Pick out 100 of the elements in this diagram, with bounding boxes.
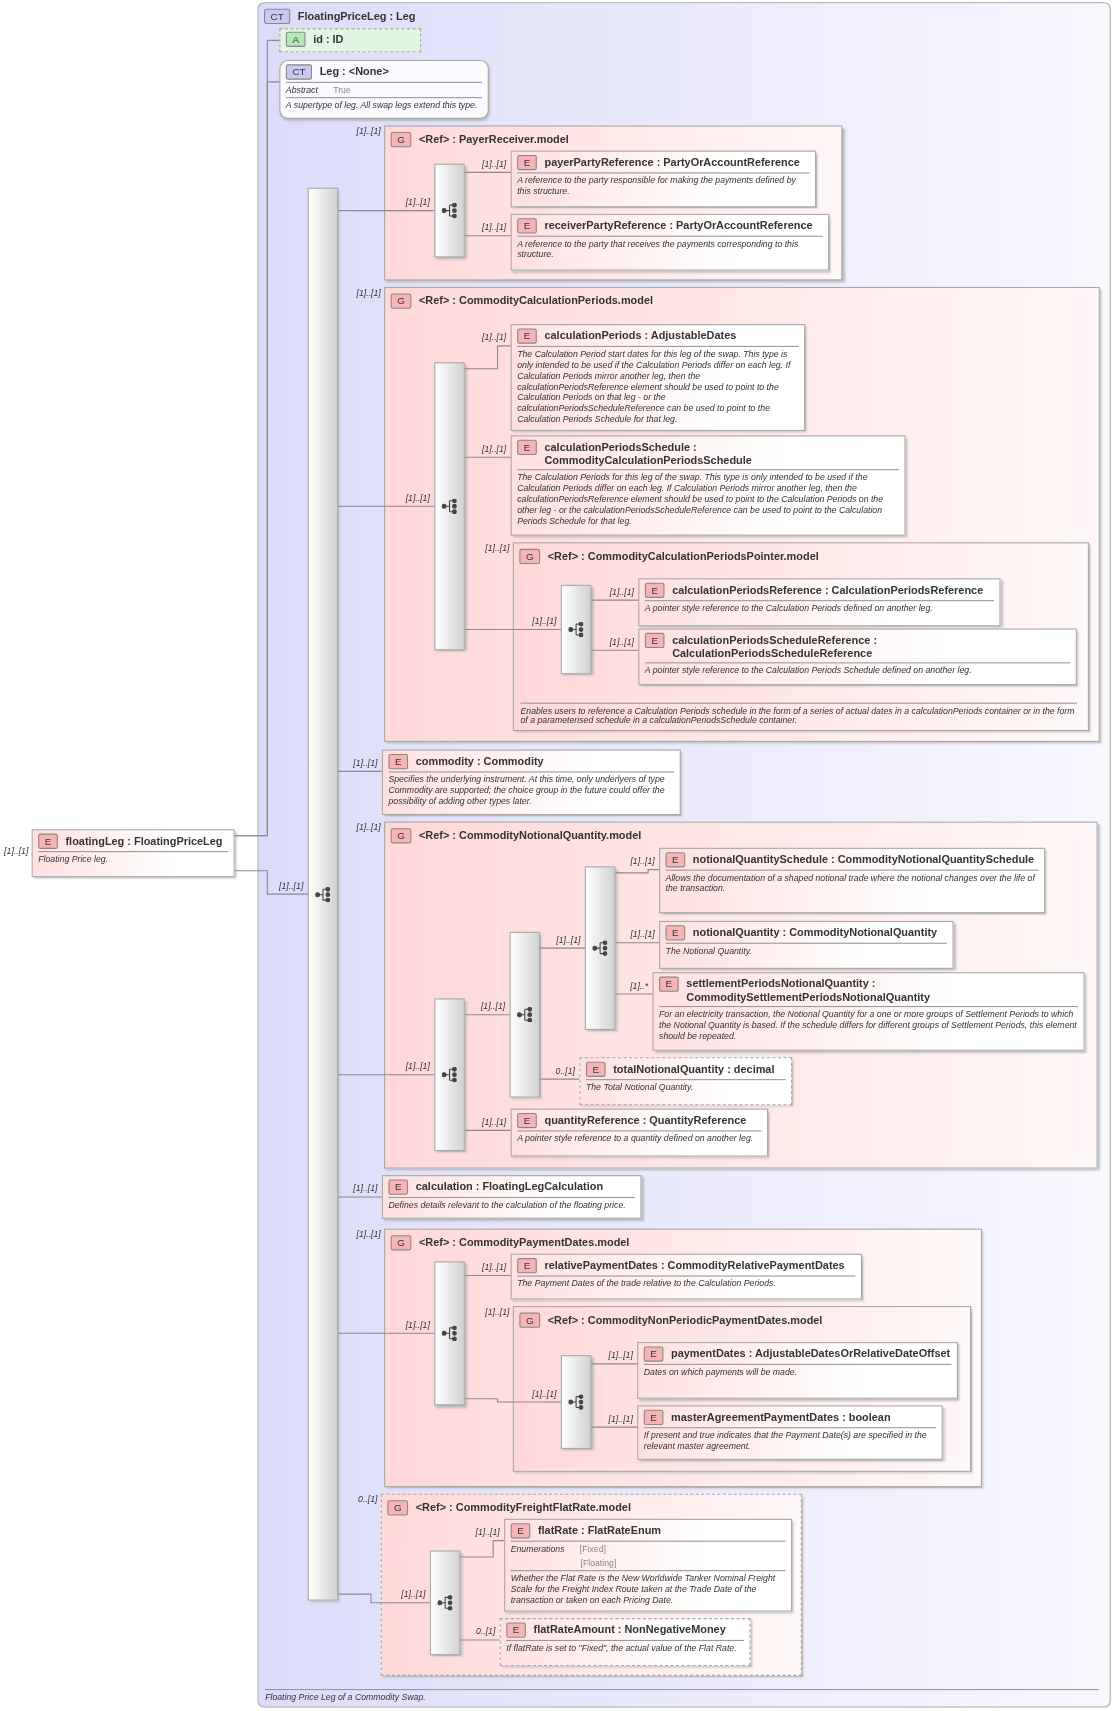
cardinality-label: [1]..[1] [482, 1117, 507, 1128]
cardinality-label: [1]..[1] [482, 332, 507, 343]
element-box [510, 1253, 862, 1300]
group-box [380, 1493, 802, 1676]
description-text: Defines details relevant to the calculation of the floating price. [388, 1200, 626, 1212]
connector-line [590, 1426, 638, 1428]
element-box [510, 324, 806, 431]
node-title: quantityReference : QuantityReference [544, 1113, 747, 1128]
description-text: Enables users to reference a Calculation Periods schedule in the form of a series of actual dates in a calculationPeriods container or in the form of a parameterised schedule in a calculationPeriodsSchedule container. [520, 702, 1077, 726]
element-box [381, 749, 681, 816]
description-text: Floating Price leg. [38, 854, 109, 866]
connector-line [464, 1129, 512, 1131]
cardinality-label: [1]..[1] [485, 1307, 510, 1317]
description-text: Whether the Flat Rate is the New Worldwide Tanker Nominal Freight Scale for the Freight Index Route taken at the Trade Date of the transaction or taken on each Pricing Date. [510, 1573, 777, 1607]
cardinality-label: 0..[1] [555, 1066, 575, 1076]
property-text: True [333, 85, 351, 95]
node-title: calculationPeriodsReference : CalculationPeriodsReference [672, 582, 984, 597]
description-text: For an electricity transaction, the Notional Quantity for a one or more groups of Settlement Periods to which the Notional Quantity is based. If the schedule differs for different groups of Settlement Periods, this element should be repeated. [659, 1009, 1078, 1042]
cardinality-label: [1]..[1] [485, 543, 510, 554]
type-badge: A [285, 31, 306, 47]
node-title: id : ID [313, 31, 344, 46]
cardinality-label: [1]..[1] [630, 929, 655, 940]
node-title: flatRate : FlatRateEnum [537, 1523, 661, 1538]
sequence-bar [509, 931, 541, 1098]
cardinality-label: [1]..[1] [405, 1320, 430, 1331]
type-badge: E [659, 976, 679, 992]
type-badge: E [517, 154, 537, 171]
type-badge: E [388, 1179, 409, 1195]
node-title: calculationPeriods : AdjustableDates [544, 328, 737, 343]
element-box [659, 847, 1046, 914]
sequence-bar [434, 163, 465, 258]
element-box [638, 628, 1077, 686]
description-text: The Notional Quantity. [665, 946, 752, 957]
connector-line [464, 1274, 512, 1277]
cardinality-label: [1]..[1] [356, 126, 381, 137]
cardinality-label: [1]..[1] [4, 846, 29, 857]
cardinality-label: [1]..[1] [482, 159, 507, 170]
connector-line [614, 942, 660, 944]
type-badge: G [390, 132, 412, 148]
node-title: notionalQuantitySchedule : CommodityNotionalQuantitySchedule [692, 852, 1035, 867]
complex-type-box [279, 60, 489, 119]
cardinality-label: [1]..[1] [608, 1414, 633, 1424]
cardinality-label: [1]..[1] [480, 1001, 506, 1012]
connector-line [590, 599, 639, 601]
connector-line [337, 1074, 435, 1076]
connector-line [337, 770, 383, 772]
connector-line [614, 869, 660, 874]
type-badge: E [388, 753, 409, 770]
sequence-bar [429, 1550, 461, 1656]
connector-line [337, 210, 435, 212]
cardinality-label: [1]..[1] [482, 1262, 507, 1273]
type-badge: G [390, 828, 412, 844]
sequence-bar [434, 362, 465, 651]
property-text: Enumerations [510, 1543, 565, 1554]
connector-line [464, 456, 512, 458]
group-box [384, 821, 1098, 1169]
cardinality-label: [1]..[1] [608, 1350, 633, 1361]
cardinality-label: [1]..[1] [609, 587, 634, 597]
cardinality-label: [1]..[1] [609, 637, 634, 647]
cardinality-label: [1]..[1] [356, 1229, 381, 1240]
group-box [512, 1306, 972, 1472]
cardinality-label: [1]..[1] [482, 444, 507, 454]
description-text: Allows the documentation of a shaped notional trade where the notional changes over the life of the transaction. [665, 872, 1037, 895]
sequence-bar [434, 1261, 465, 1406]
connector-line [464, 171, 512, 173]
type-badge: CT [264, 8, 291, 24]
cardinality-label: [1]..* [630, 980, 649, 991]
cardinality-label: [1]..[1] [532, 616, 557, 627]
type-badge: E [643, 1409, 664, 1425]
cardinality-label: [1]..[1] [405, 197, 430, 208]
node-title: Leg : <None> [319, 64, 389, 79]
node-title: settlementPeriodsNotionalQuantity : CommoditySettlementPeriodsNotionalQuantity [686, 976, 932, 1004]
type-badge: G [390, 293, 412, 309]
node-title: FloatingPriceLeg : Leg [297, 8, 416, 23]
cardinality-label: [1]..[1] [532, 1388, 557, 1399]
sequence-bar [307, 187, 339, 1601]
complex-type-box [257, 2, 1111, 1708]
node-title: payerPartyReference : PartyOrAccountReference [544, 155, 800, 170]
type-badge: G [519, 1312, 541, 1328]
node-title: masterAgreementPaymentDates : boolean [671, 1409, 891, 1424]
sequence-bar [584, 866, 616, 1030]
connector-line [464, 629, 562, 631]
description-text: A reference to the party responsible for making the payments defined by this structure. [517, 175, 797, 198]
element-box [652, 972, 1085, 1051]
node-title: receiverPartyReference : PartyOrAccountReference [544, 218, 813, 233]
type-badge: CT [285, 64, 313, 80]
node-title: totalNotionalQuantity : decimal [613, 1061, 775, 1076]
property-text: [Floating] [580, 1558, 617, 1568]
cardinality-label: [1]..[1] [556, 935, 581, 945]
group-box [384, 1228, 982, 1488]
sequence-bar [560, 1355, 592, 1449]
description-text: The Calculation Periods for this leg of the swap. This type is only intended to be used if the Calculation Periods differ on each leg. If Calculation Periods mirror another leg, then the calculationPeriodsReference element should be used to point to the Calculation Periods on the other leg - or the calculationPeriodsScheduleReference can be used to point to the Calculation Periods Schedule for that leg. [517, 472, 885, 527]
description-text: A pointer style reference to the Calculation Periods defined on another leg. [644, 603, 933, 615]
cardinality-label: [1]..[1] [475, 1527, 500, 1538]
type-badge: E [517, 328, 537, 344]
connector-line [590, 649, 639, 651]
connector-line [590, 1363, 638, 1365]
node-title: notionalQuantity : CommodityNotionalQuantity [692, 925, 938, 940]
group-box [384, 125, 843, 281]
description-text: The Payment Dates of the trade relative to the Calculation Periods. [517, 1278, 776, 1290]
